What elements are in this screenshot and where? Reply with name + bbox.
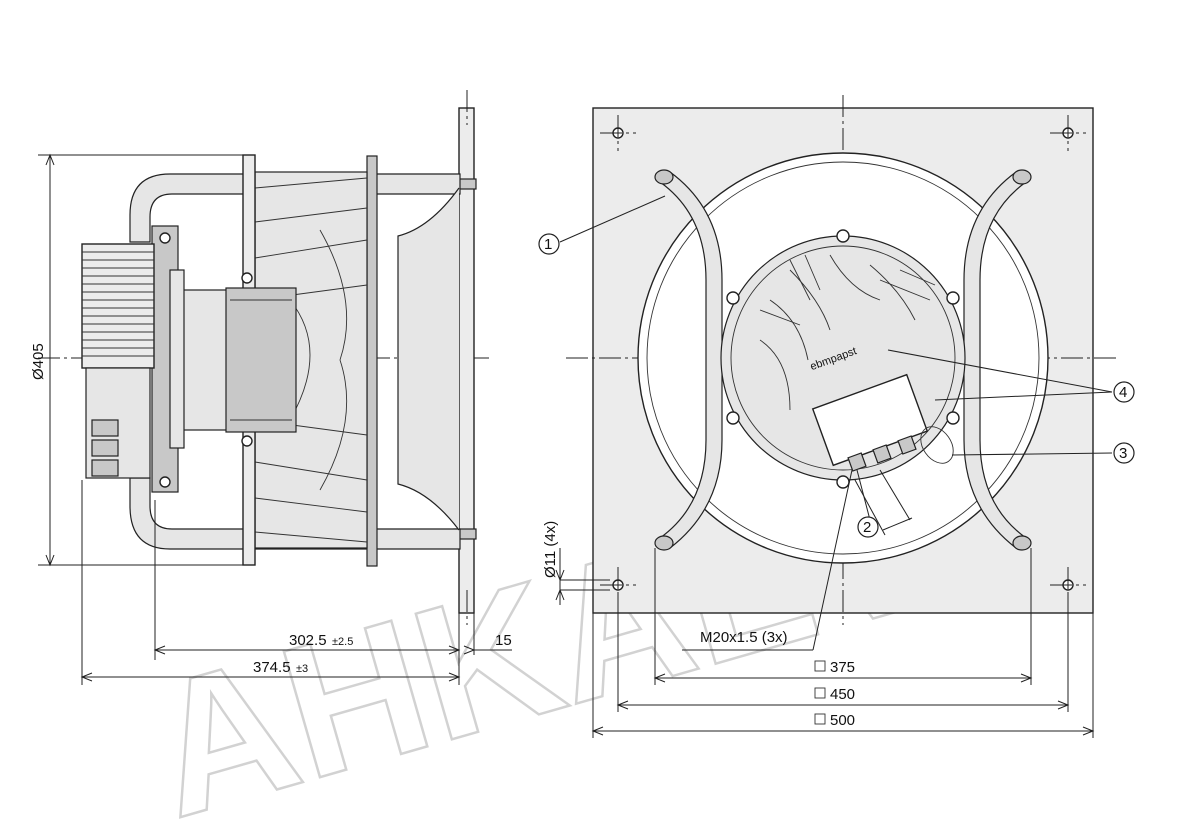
hole-dimension: Ø11 (4x) xyxy=(542,521,610,605)
plate-thickness-value: 15 xyxy=(495,632,512,649)
inlet-cone xyxy=(397,187,460,531)
motor-electronics-disc: ebmpapst xyxy=(720,229,966,489)
corner-holes xyxy=(600,115,1086,603)
dim-375: 375 xyxy=(830,659,855,676)
length-total-tolerance: ±3 xyxy=(296,663,308,675)
diameter-label: Ø405 xyxy=(30,343,47,380)
dim-500: 500 xyxy=(830,712,855,729)
length-inner-value: 302.5 xyxy=(289,632,327,649)
square-dimensions: 375 450 500 xyxy=(591,548,1095,738)
svg-text:4: 4 xyxy=(1119,384,1127,401)
length-dimensions: 302.5 ±2.5 374.5 ±3 15 xyxy=(80,480,512,685)
hole-label: Ø11 (4x) xyxy=(542,521,559,578)
callout-leaders xyxy=(559,195,1113,536)
length-total-value: 374.5 xyxy=(253,659,291,676)
diameter-dimension: Ø405 xyxy=(30,153,250,567)
callout-3: 3 xyxy=(1113,442,1135,464)
cable-glands xyxy=(91,419,119,477)
callout-4: 4 xyxy=(1113,381,1135,403)
svg-text:3: 3 xyxy=(1119,445,1127,462)
thread-callout: M20x1.5 (3x) xyxy=(682,469,853,651)
svg-text:2: 2 xyxy=(863,519,871,536)
cooling-fins xyxy=(82,251,154,357)
support-arm-tubes xyxy=(654,169,1032,551)
dim-450: 450 xyxy=(830,686,855,703)
side-view: Ø405 302.5 ±2.5 374.5 ±3 15 xyxy=(30,90,512,685)
heat-sink xyxy=(81,243,155,369)
svg-text:1: 1 xyxy=(544,236,552,253)
thread-label: M20x1.5 (3x) xyxy=(700,629,788,646)
callout-1: 1 xyxy=(538,233,560,255)
length-inner-tolerance: ±2.5 xyxy=(332,636,353,648)
callout-2: 2 xyxy=(857,516,879,538)
front-view: ebmpapst xyxy=(538,95,1135,738)
